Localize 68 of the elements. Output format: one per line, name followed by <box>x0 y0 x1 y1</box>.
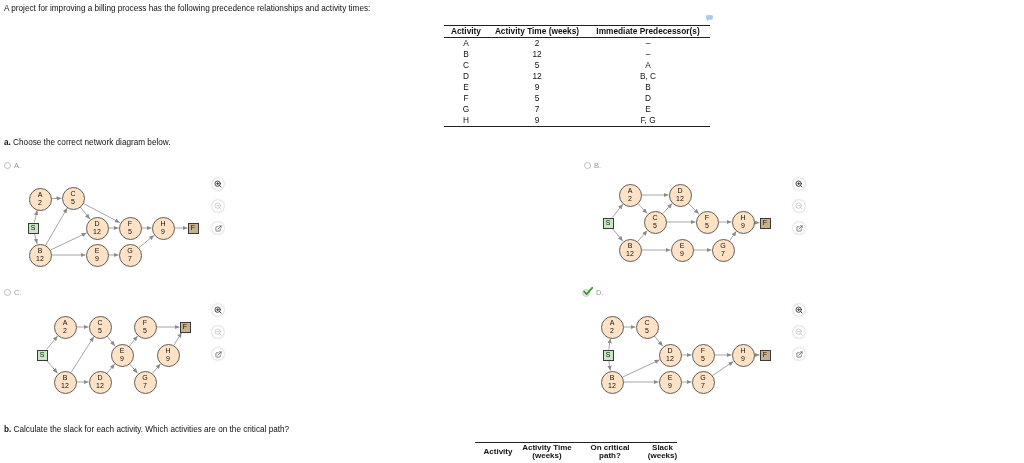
activity-circle <box>118 216 142 240</box>
activity-circle <box>643 210 667 234</box>
predecessor-list: D <box>645 93 651 103</box>
activity-name: G <box>462 104 470 114</box>
activity-time: 2 <box>534 38 540 48</box>
activity-time: 7 <box>534 104 540 114</box>
predecessor-list: – <box>645 49 651 59</box>
activity-circle <box>133 315 157 339</box>
activity-circle <box>61 186 85 210</box>
column-header: On critical path? <box>589 443 631 461</box>
activity-circle <box>691 343 715 367</box>
activity-name: H <box>463 115 469 125</box>
activity-name: B <box>463 49 469 59</box>
column-header: Activity <box>451 26 481 36</box>
activity-circle <box>28 243 52 267</box>
column-header: Activity Time (weeks) <box>521 443 573 461</box>
activity-circle <box>88 370 112 394</box>
activity-circle <box>53 315 77 339</box>
activity-circle <box>695 210 719 234</box>
arrow <box>754 352 760 358</box>
activity-circle <box>618 238 642 262</box>
activity-circle <box>110 343 134 367</box>
column-header: Immediate Predecessor(s) <box>596 26 700 36</box>
activity-name: C <box>463 60 469 70</box>
activity-circle <box>88 315 112 339</box>
activity-circle <box>600 370 624 394</box>
activity-name: E <box>463 82 469 92</box>
activity-circle <box>118 243 142 267</box>
predecessor-list: B, C <box>639 71 657 81</box>
activity-time: 12 <box>532 49 542 59</box>
activity-circle <box>668 183 692 207</box>
arrow <box>754 220 760 225</box>
activity-circle <box>600 315 624 339</box>
predecessor-list: B <box>645 82 651 92</box>
activity-circle <box>711 238 735 262</box>
activity-name: A <box>463 38 469 48</box>
activity-name: D <box>463 71 469 81</box>
predecessor-list: – <box>645 38 651 48</box>
activity-time: 12 <box>532 71 542 81</box>
activity-circle <box>85 243 109 267</box>
activity-circle <box>731 343 755 367</box>
activity-time: 9 <box>534 82 540 92</box>
column-header: Activity <box>483 447 513 457</box>
activity-circle <box>618 183 642 207</box>
activity-circle <box>670 238 694 262</box>
column-header: Activity Time (weeks) <box>494 26 580 36</box>
activity-name: F <box>463 93 469 103</box>
activity-circle <box>151 216 175 240</box>
activity-circle <box>53 370 77 394</box>
activity-circle <box>731 210 755 234</box>
instruction-text: b. Calculate the slack for each activity. Which activities are on the critical path? <box>4 425 290 435</box>
activity-circle <box>658 370 682 394</box>
activity-circle <box>691 370 715 394</box>
activity-circle <box>156 343 180 367</box>
activity-circle <box>658 343 682 367</box>
predecessor-list: A <box>645 60 651 70</box>
instruction-text: a. Choose the correct network diagram below. <box>4 138 171 148</box>
question-text: A project for improving a billing process has the following precedence relationships and activity times: <box>4 4 371 14</box>
activity-time: 5 <box>534 60 540 70</box>
activity-circle <box>28 187 52 211</box>
activity-circle <box>85 216 109 240</box>
predecessor-list: F, G <box>640 115 656 125</box>
predecessor-list: E <box>645 104 651 114</box>
activity-time: 5 <box>534 93 540 103</box>
activity-time: 9 <box>534 115 540 125</box>
activity-circle <box>635 315 659 339</box>
activity-circle <box>133 370 157 394</box>
column-header: Slack (weeks) <box>647 443 678 461</box>
